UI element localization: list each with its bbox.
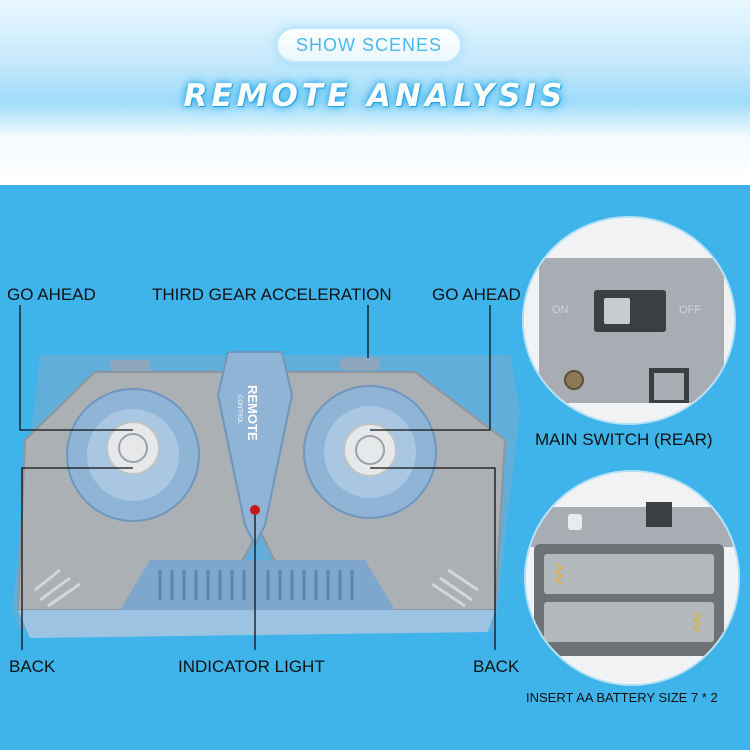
screw-icon	[564, 370, 584, 390]
switch-detail-circle: ON OFF	[524, 218, 734, 423]
label-back-right: BACK	[473, 657, 520, 676]
label-go-ahead-right: GO AHEAD	[432, 285, 521, 304]
battery-slot-1	[544, 554, 714, 594]
left-joystick[interactable]	[106, 421, 160, 475]
left-joystick-cap	[118, 433, 148, 463]
left-grip-lines	[34, 568, 81, 608]
brand-text: REMOTE	[245, 385, 260, 441]
label-third-gear: THIRD GEAR ACCELERATION	[152, 285, 392, 304]
switch-on-text: ON	[552, 304, 569, 316]
power-switch-toggle[interactable]	[604, 298, 630, 324]
shell-base	[18, 610, 495, 638]
switch-detail-art: ON OFF	[524, 218, 734, 423]
right-joystick[interactable]	[343, 423, 397, 477]
left-bumper	[110, 360, 150, 372]
label-indicator: INDICATOR LIGHT	[178, 657, 325, 676]
vent-block	[120, 560, 395, 610]
vent-slots	[158, 570, 354, 600]
battery-detail-art	[526, 472, 738, 684]
page-subtitle: EDUCATE DRY MUSIC TO LET CHILDREN UNDERS…	[183, 126, 567, 135]
callout-back-right	[370, 467, 496, 650]
brand-subtext: CONTROL	[236, 395, 242, 425]
battery-detail-circle	[526, 472, 738, 684]
label-battery: INSERT AA BATTERY SIZE 7 * 2	[526, 690, 718, 705]
label-go-ahead-left: GO AHEAD	[7, 285, 96, 304]
callout-go-ahead-right	[370, 305, 491, 431]
callout-go-ahead-left	[19, 305, 133, 431]
page-title: REMOTE ANALYSIS	[183, 78, 567, 114]
battery-slot-2	[544, 602, 714, 642]
center-spine	[216, 351, 294, 548]
label-back-left: BACK	[9, 657, 56, 676]
switch-off-text: OFF	[679, 304, 701, 316]
right-joystick-cap	[355, 435, 385, 465]
right-bumper	[340, 358, 380, 370]
callout-back-left	[21, 467, 133, 650]
indicator-light	[250, 505, 260, 515]
show-scenes-pill: SHOW SCENES	[278, 29, 460, 61]
right-grip-lines	[431, 568, 479, 608]
header-banner: SHOW SCENES REMOTE ANALYSIS EDUCATE DRY …	[0, 0, 750, 185]
label-main-switch: MAIN SWITCH (REAR)	[535, 430, 713, 449]
